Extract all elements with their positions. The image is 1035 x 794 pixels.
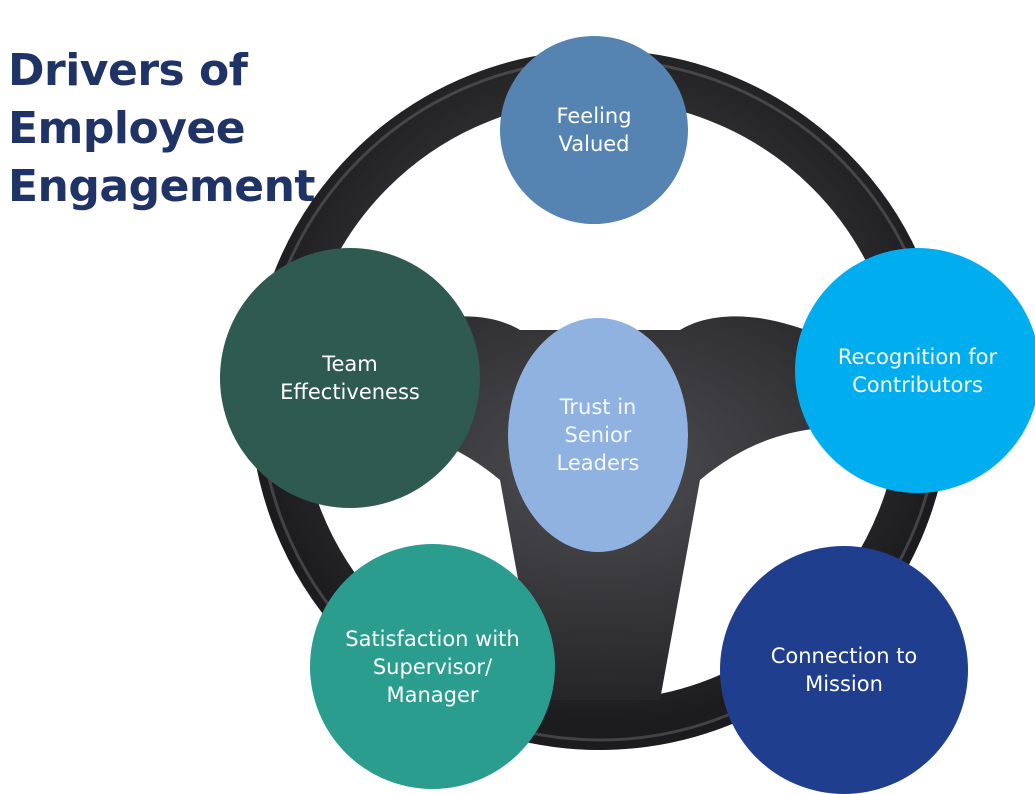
- driver-trust-in-senior-leaders: Trust in Senior Leaders: [508, 318, 688, 552]
- driver-team-effectiveness: Team Effectiveness: [220, 248, 480, 508]
- driver-label: Satisfaction with Supervisor/ Manager: [345, 626, 520, 707]
- driver-label: Trust in Senior Leaders: [556, 395, 640, 475]
- title-line-1: Drivers of: [8, 45, 248, 96]
- driver-label: Recognition for Contributors: [837, 344, 998, 397]
- driver-recognition-for-contributors: Recognition for Contributors: [795, 248, 1035, 493]
- page-title: Drivers of Employee Engagement: [8, 42, 328, 216]
- driver-label: Connection to Mission: [770, 644, 918, 696]
- title-line-2: Employee: [8, 103, 246, 154]
- driver-feeling-valued: Feeling Valued: [500, 36, 688, 224]
- title-line-3: Engagement: [8, 161, 315, 212]
- driver-label: Team Effectiveness: [280, 352, 420, 404]
- driver-connection-to-mission: Connection to Mission: [720, 546, 968, 794]
- driver-label: Feeling Valued: [556, 104, 632, 156]
- driver-satisfaction-with-supervisor: Satisfaction with Supervisor/ Manager: [310, 544, 555, 789]
